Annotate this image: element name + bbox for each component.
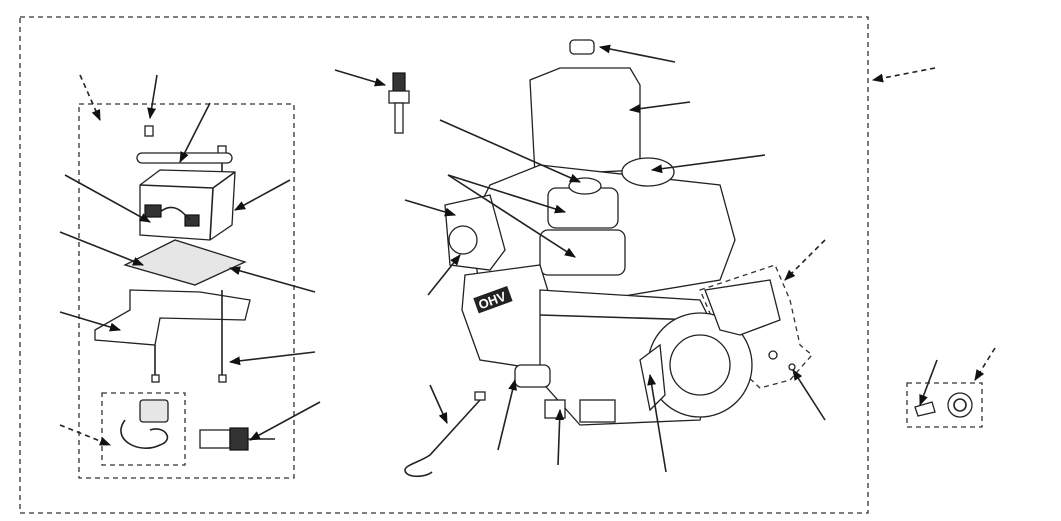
muffler-bracket — [704, 279, 781, 336]
battery-kit — [94, 125, 275, 451]
battery-tray — [123, 239, 247, 286]
charger-box — [101, 392, 186, 466]
wire-harness — [404, 391, 486, 478]
oil-drain — [544, 399, 566, 419]
terminal-part — [144, 204, 162, 218]
spark-plug — [388, 72, 410, 134]
engine-assembly: OHV — [444, 39, 796, 426]
ignition-switch — [947, 392, 973, 418]
mounting-bracket — [94, 289, 251, 346]
pre-cleaner — [539, 229, 626, 276]
callout-arrows — [59, 44, 996, 473]
fuel-cap — [621, 157, 675, 187]
choke-knob — [448, 225, 478, 255]
nut-part — [144, 125, 154, 137]
charger-adapter — [199, 427, 275, 451]
battery-charger — [120, 399, 169, 449]
key — [914, 401, 936, 417]
air-cleaner-cover — [529, 67, 641, 176]
electric-starter — [514, 364, 551, 388]
main-assembly-box — [19, 16, 869, 514]
air-cleaner-knob — [569, 39, 595, 55]
key-switch-box — [906, 382, 983, 428]
battery-kit-box — [78, 103, 295, 479]
